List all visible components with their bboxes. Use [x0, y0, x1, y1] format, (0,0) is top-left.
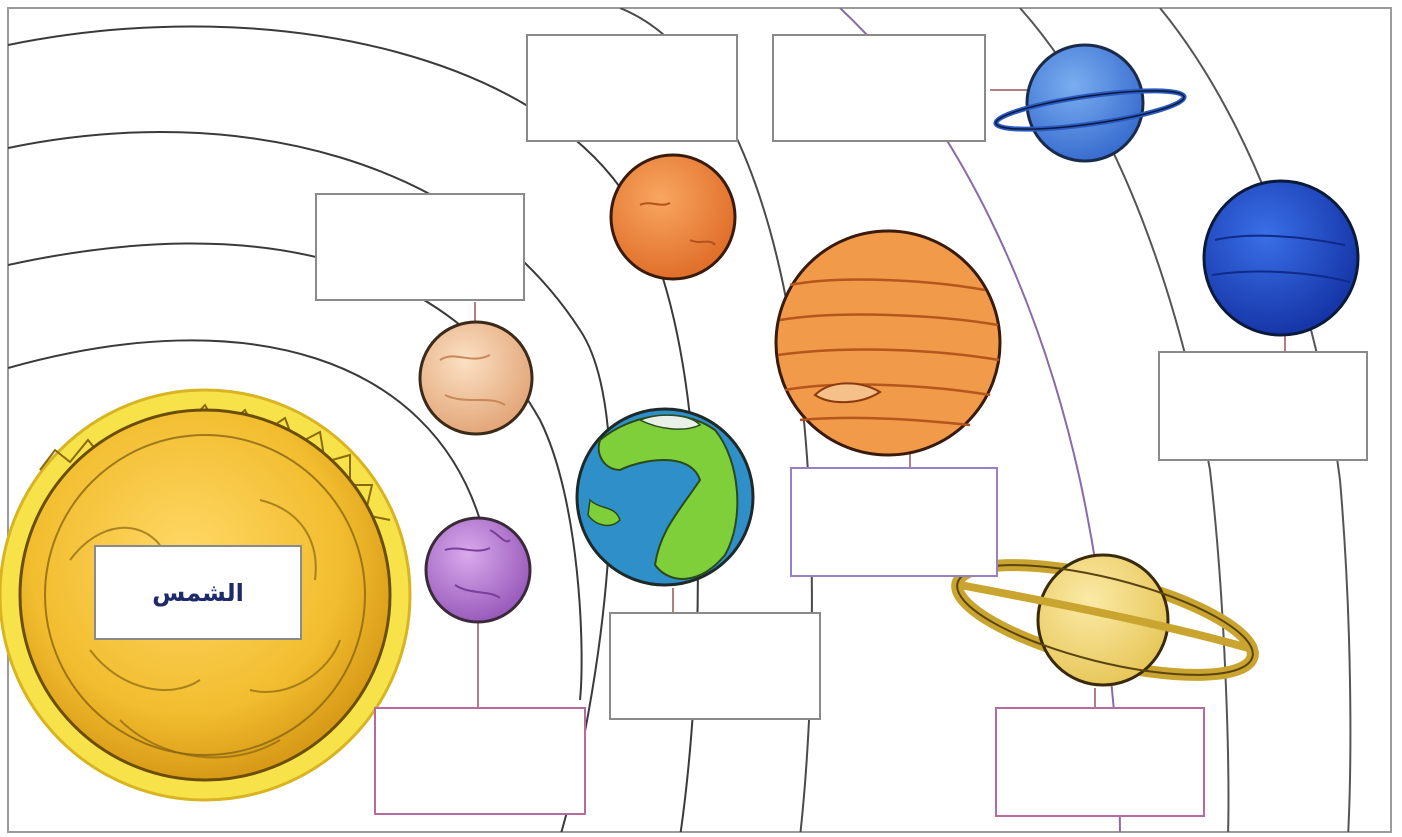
venus-label-box[interactable]: [315, 193, 525, 301]
venus-icon: [420, 322, 532, 434]
mercury-icon: [426, 518, 530, 622]
mercury-label-box[interactable]: [374, 707, 586, 815]
neptune-label-box[interactable]: [1158, 351, 1368, 461]
jupiter-label-box[interactable]: [790, 467, 998, 577]
neptune-icon: [1204, 181, 1358, 335]
jupiter-icon: [776, 231, 1000, 455]
saturn-label-box[interactable]: [995, 707, 1205, 817]
mars-label-box[interactable]: [526, 34, 738, 142]
sun-label-text: الشمس: [152, 579, 244, 607]
earth-icon: [577, 409, 753, 585]
mars-icon: [611, 155, 735, 279]
uranus-label-box[interactable]: [772, 34, 986, 142]
earth-label-box[interactable]: [609, 612, 821, 720]
sun-label-box[interactable]: الشمس: [94, 545, 302, 640]
